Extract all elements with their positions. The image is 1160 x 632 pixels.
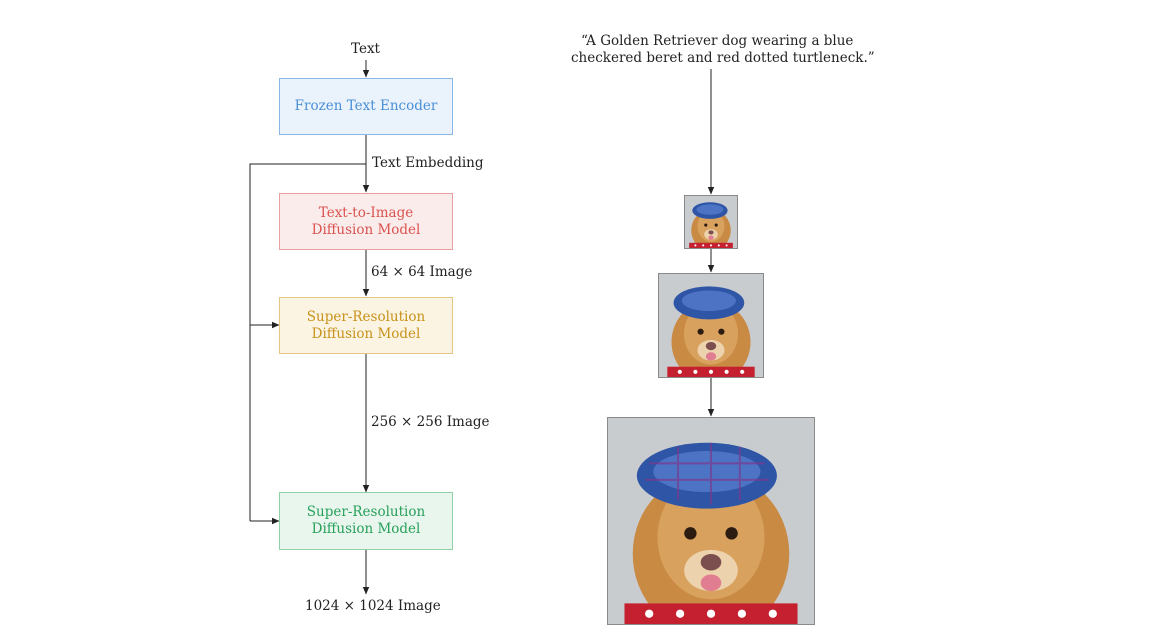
prompt-line-1: “A Golden Retriever dog wearing a blue — [581, 33, 854, 49]
text-embedding-label: Text Embedding — [372, 155, 484, 171]
resolution-64-label: 64 × 64 Image — [371, 264, 473, 280]
output-resolution-label: 1024 × 1024 Image — [305, 598, 441, 614]
super-resolution-1-box: Super-Resolution Diffusion Model — [279, 297, 453, 354]
sr1-line1: Super-Resolution — [306, 308, 426, 325]
frozen-text-encoder-box: Frozen Text Encoder — [279, 78, 453, 135]
dog-image-256 — [658, 273, 764, 378]
golden-retriever-icon — [685, 196, 737, 248]
dog-image-1024 — [607, 417, 815, 625]
text-to-image-model-box: Text-to-Image Diffusion Model — [279, 193, 453, 250]
frozen-text-encoder-label: Frozen Text Encoder — [294, 98, 438, 114]
base-model-line1: Text-to-Image — [318, 204, 414, 221]
golden-retriever-icon — [608, 418, 814, 624]
embedding-bus — [249, 163, 366, 521]
sr1-line2: Diffusion Model — [311, 325, 421, 342]
sr2-line2: Diffusion Model — [311, 521, 421, 537]
dog-image-64 — [684, 195, 738, 249]
sr2-line1: Super-Resolution — [306, 504, 426, 520]
super-resolution-2-box: Super-Resolution Diffusion Model — [279, 492, 453, 550]
golden-retriever-icon — [659, 274, 763, 377]
prompt-line-2: checkered beret and red dotted turtlenec… — [571, 50, 875, 66]
input-text-label: Text — [351, 41, 380, 57]
base-model-line2: Diffusion Model — [311, 221, 421, 238]
resolution-256-label: 256 × 256 Image — [371, 414, 490, 430]
